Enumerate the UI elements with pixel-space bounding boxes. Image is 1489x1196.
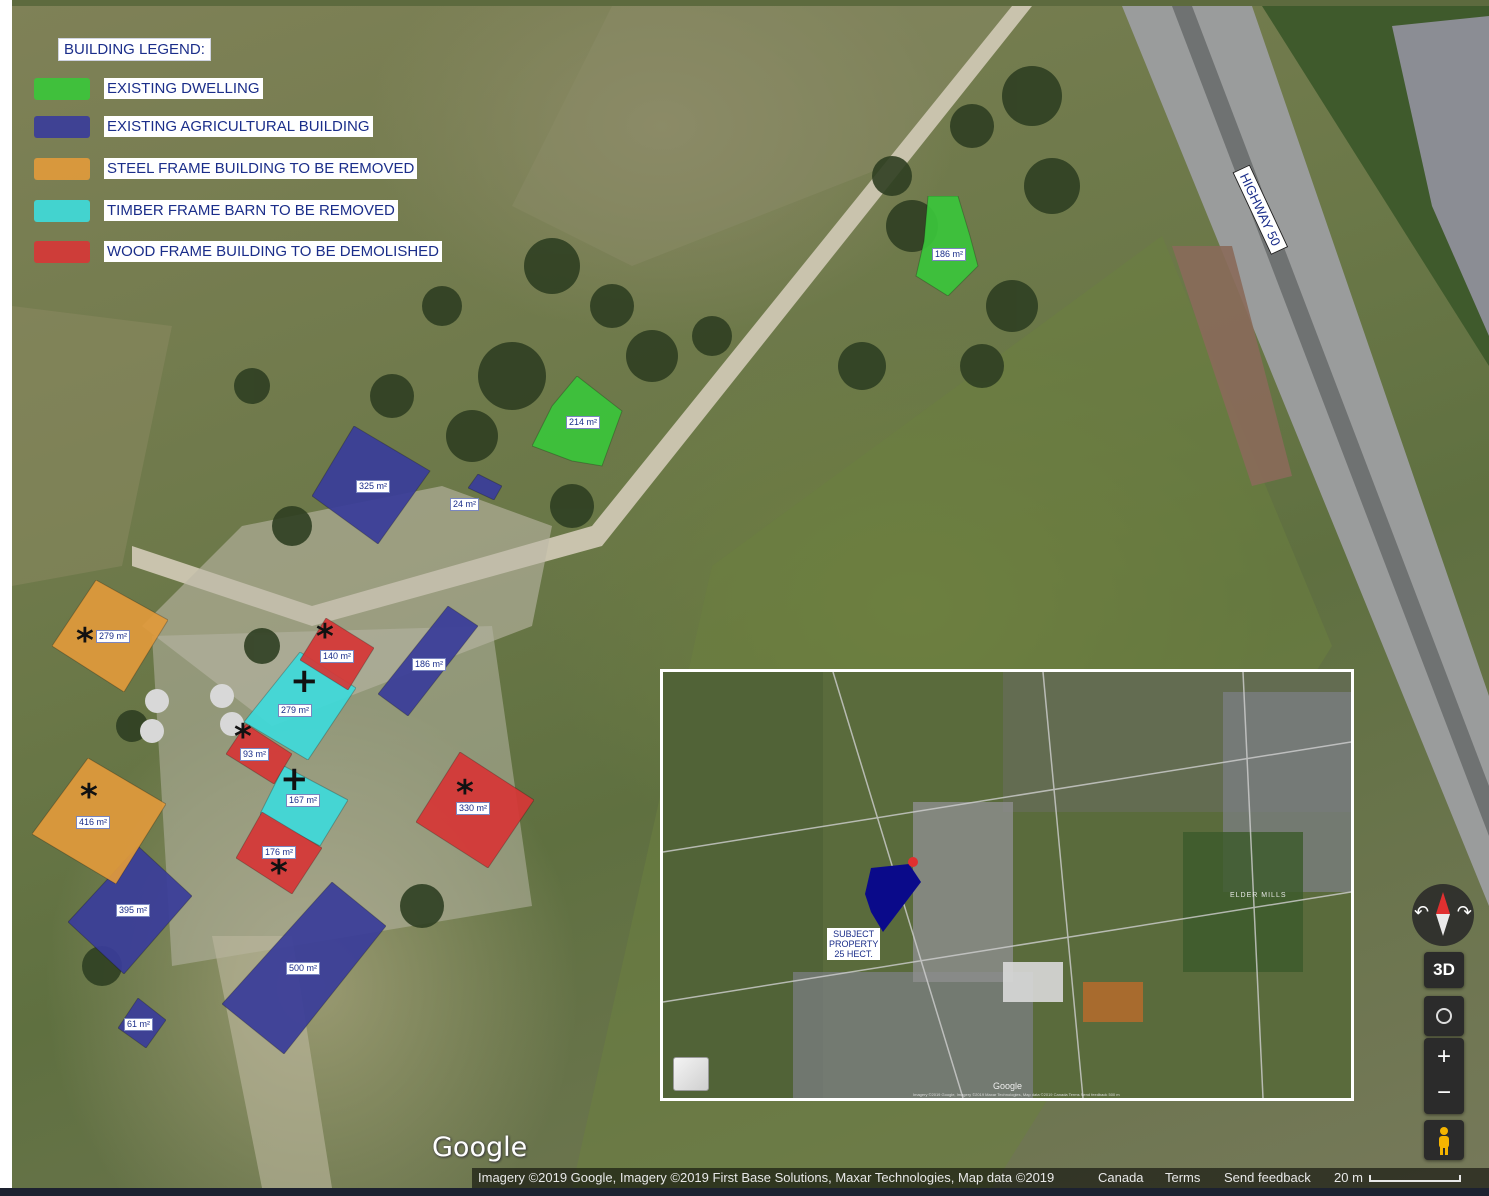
tree-clusters bbox=[82, 66, 1080, 986]
building-area-label: 325 m² bbox=[356, 480, 391, 493]
demolish-star-marker: * bbox=[316, 617, 334, 657]
legend-swatch bbox=[34, 78, 90, 100]
highway-road bbox=[1122, 6, 1489, 906]
legend-title: BUILDING LEGEND: bbox=[58, 38, 211, 61]
building-steel-frame[interactable]: 279 m² bbox=[52, 580, 168, 692]
building-area-label: 93 m² bbox=[240, 748, 270, 761]
left-border bbox=[0, 0, 12, 1196]
demolish-star-marker: * bbox=[76, 621, 94, 661]
industrial-lot bbox=[1172, 246, 1292, 486]
building-outline bbox=[468, 474, 502, 500]
building-area-label: 167 m² bbox=[286, 794, 321, 807]
satellite-map[interactable]: BUILDING LEGEND: EXISTING DWELLING EXIST… bbox=[12, 6, 1489, 1188]
demolish-star-marker: * bbox=[234, 717, 252, 757]
building-area-label: 186 m² bbox=[412, 658, 447, 671]
parking-lot bbox=[1392, 16, 1489, 336]
compass-control[interactable]: ↶ ↷ bbox=[1412, 884, 1474, 946]
demolish-star-marker: * bbox=[270, 853, 288, 893]
inset-terrain bbox=[663, 672, 1351, 1098]
send-feedback-link[interactable]: Send feedback bbox=[1224, 1170, 1311, 1185]
inset-attribution: Imagery ©2019 Google, Imagery ©2019 Maxa… bbox=[913, 1092, 1120, 1097]
scale-label[interactable]: 20 m bbox=[1334, 1170, 1363, 1185]
location-pin-icon bbox=[908, 857, 918, 867]
building-outline bbox=[915, 196, 979, 296]
tilt-button[interactable] bbox=[1424, 996, 1464, 1036]
building-area-label: 61 m² bbox=[124, 1018, 154, 1031]
building-area-label: 330 m² bbox=[456, 802, 491, 815]
building-wood-frame[interactable]: 140 m² bbox=[300, 618, 374, 690]
building-area-label: 395 m² bbox=[116, 904, 151, 917]
legend-swatch bbox=[34, 116, 90, 138]
street-view-pegman-button[interactable] bbox=[1424, 1120, 1464, 1160]
pegman-icon bbox=[1439, 1127, 1449, 1155]
building-area-label: 214 m² bbox=[566, 416, 601, 429]
building-area-label: 24 m² bbox=[450, 498, 480, 511]
zoom-out-button[interactable]: − bbox=[1436, 1079, 1451, 1106]
tilt-icon bbox=[1436, 1008, 1452, 1024]
3d-toggle-button[interactable]: 3D bbox=[1424, 952, 1464, 988]
legend-label: EXISTING AGRICULTURAL BUILDING bbox=[104, 116, 373, 137]
inset-google-logo: Google bbox=[993, 1081, 1023, 1091]
remove-plus-marker: + bbox=[280, 759, 309, 799]
building-area-label: 416 m² bbox=[76, 816, 111, 829]
building-area-label: 500 m² bbox=[286, 962, 321, 975]
subject-property-label: SUBJECT PROPERTY 25 HECT. bbox=[827, 928, 881, 960]
dry-field bbox=[512, 6, 1012, 266]
zoom-in-button[interactable]: + bbox=[1436, 1043, 1451, 1070]
building-area-label: 140 m² bbox=[320, 650, 355, 663]
subject-label-line: PROPERTY bbox=[829, 939, 879, 949]
legend-label: TIMBER FRAME BARN TO BE REMOVED bbox=[104, 200, 398, 221]
building-timber-barn[interactable]: 279 m² bbox=[244, 652, 356, 760]
demolish-star-marker: * bbox=[80, 777, 98, 817]
bottom-border bbox=[0, 1188, 1489, 1196]
demolish-star-marker: * bbox=[456, 773, 474, 813]
farm-yard bbox=[152, 626, 532, 966]
compass-south-icon bbox=[1436, 914, 1450, 936]
building-wood-frame[interactable]: 93 m² bbox=[226, 724, 292, 784]
legend-swatch bbox=[34, 241, 90, 263]
building-dwelling[interactable]: 186 m² bbox=[908, 196, 988, 296]
terms-link[interactable]: Terms bbox=[1165, 1170, 1201, 1185]
building-agricultural[interactable]: 500 m² bbox=[222, 882, 386, 1054]
region-link[interactable]: Canada bbox=[1098, 1170, 1144, 1185]
imagery-credit: Imagery ©2019 Google, Imagery ©2019 Firs… bbox=[478, 1170, 1055, 1185]
legend-label: WOOD FRAME BUILDING TO BE DEMOLISHED bbox=[104, 241, 442, 262]
scale-bar bbox=[1369, 1175, 1461, 1182]
dry-field bbox=[12, 306, 172, 586]
legend-label: EXISTING DWELLING bbox=[104, 78, 263, 99]
building-area-label: 176 m² bbox=[262, 846, 297, 859]
legend-label: STEEL FRAME BUILDING TO BE REMOVED bbox=[104, 158, 418, 179]
compass-north-icon bbox=[1436, 892, 1450, 914]
inset-locator-map[interactable]: SUBJECT PROPERTY 25 HECT. ELDER MILLS Go… bbox=[660, 669, 1354, 1101]
building-timber-barn[interactable]: 167 m² bbox=[260, 766, 348, 846]
building-wood-frame[interactable]: 176 m² bbox=[236, 812, 322, 894]
building-agricultural[interactable]: 325 m² bbox=[312, 426, 432, 544]
building-dwelling[interactable]: 214 m² bbox=[532, 376, 624, 468]
building-agricultural[interactable]: 186 m² bbox=[378, 606, 478, 716]
inset-layer-thumbnail[interactable] bbox=[673, 1057, 709, 1091]
rotate-right-icon[interactable]: ↷ bbox=[1456, 902, 1472, 923]
remove-plus-marker: + bbox=[290, 661, 319, 701]
silos bbox=[140, 684, 244, 743]
building-agricultural[interactable]: 395 m² bbox=[68, 846, 192, 974]
building-area-label: 186 m² bbox=[932, 248, 967, 261]
building-agricultural[interactable] bbox=[468, 474, 502, 500]
legend-swatch bbox=[34, 200, 90, 222]
inset-place-name: ELDER MILLS bbox=[1230, 892, 1287, 899]
building-steel-frame[interactable]: 416 m² bbox=[32, 758, 166, 884]
map-attribution-bar: Imagery ©2019 Google, Imagery ©2019 Firs… bbox=[472, 1168, 1489, 1188]
subject-label-line: 25 HECT. bbox=[834, 949, 873, 959]
subject-label-line: SUBJECT bbox=[833, 929, 875, 939]
subject-property-area bbox=[865, 864, 921, 932]
building-agricultural[interactable]: 61 m² bbox=[118, 998, 166, 1048]
building-area-label: 279 m² bbox=[96, 630, 131, 643]
building-area-label: 279 m² bbox=[278, 704, 313, 717]
zoom-control: + − bbox=[1424, 1038, 1464, 1114]
rotate-left-icon[interactable]: ↶ bbox=[1414, 902, 1430, 923]
building-wood-frame[interactable]: 330 m² bbox=[416, 752, 534, 868]
google-logo: Google bbox=[432, 1132, 528, 1163]
legend-swatch bbox=[34, 158, 90, 180]
